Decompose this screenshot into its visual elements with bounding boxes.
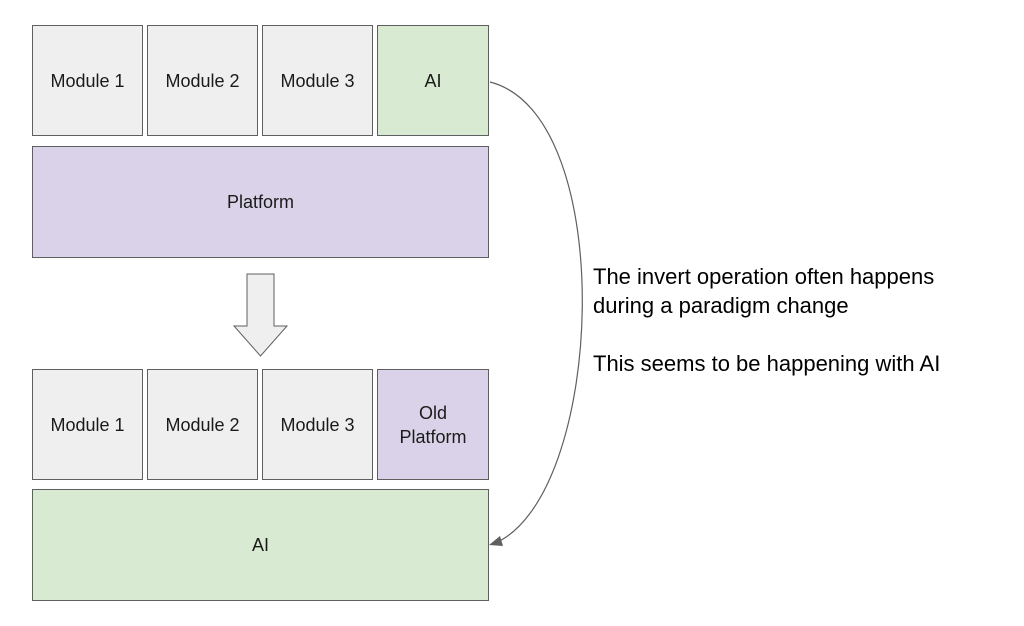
after-old-platform-label: Old Platform [399, 402, 467, 447]
before-platform-label: Platform [226, 192, 295, 212]
after-module-3-label: Module 3 [280, 414, 355, 435]
before-module-3: Module 3 [262, 25, 373, 136]
after-ai-platform: AI [32, 489, 489, 601]
before-ai-module: AI [377, 25, 489, 136]
before-module-1-label: Module 1 [50, 70, 125, 91]
after-module-2: Module 2 [147, 369, 258, 480]
note-line-3: This seems to be happening with AI [593, 351, 941, 376]
after-module-1-label: Module 1 [50, 414, 125, 435]
before-platform: Platform [32, 146, 489, 258]
before-module-3-label: Module 3 [280, 70, 355, 91]
ai-connector-arrowhead-icon [489, 536, 503, 546]
after-ai-platform-label: AI [251, 535, 269, 555]
notes-block: The invert operation often happens durin… [593, 262, 940, 378]
after-old-platform: Old Platform [377, 369, 489, 480]
before-module-2-label: Module 2 [165, 70, 240, 91]
before-ai-label: AI [424, 70, 442, 91]
transform-down-arrow [232, 273, 289, 357]
before-module-2: Module 2 [147, 25, 258, 136]
before-module-1: Module 1 [32, 25, 143, 136]
note-spacer [593, 320, 940, 349]
after-module-2-label: Module 2 [165, 414, 240, 435]
note-line-1: The invert operation often happens [593, 264, 935, 289]
after-module-1: Module 1 [32, 369, 143, 480]
note-line-2: during a paradigm change [593, 293, 849, 318]
ai-curved-connector [489, 81, 583, 545]
after-module-3: Module 3 [262, 369, 373, 480]
